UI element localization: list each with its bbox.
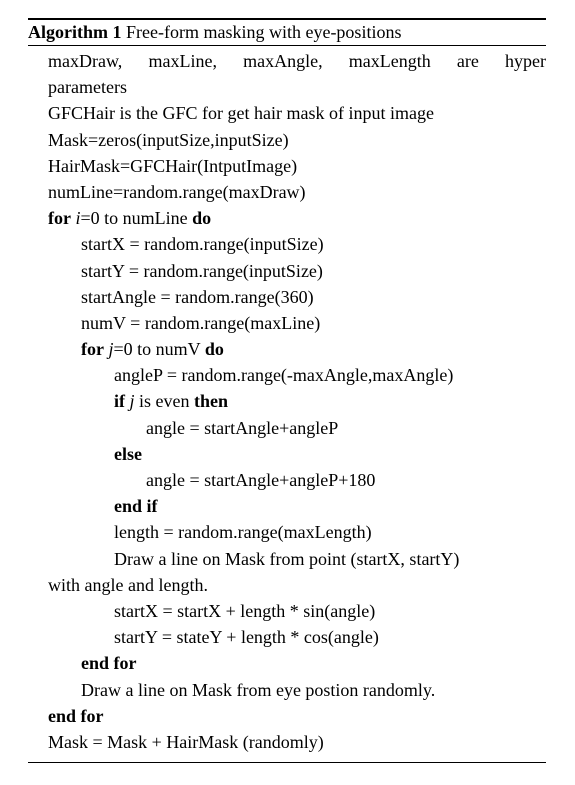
code-line: Draw a line on Mask from eye postion ran… <box>28 677 546 703</box>
code-line: for j=0 to numV do <box>28 336 546 362</box>
code-text: Draw a line on Mask from point (startX, … <box>114 548 460 569</box>
code-line: angle = startAngle+angleP+180 <box>28 467 546 493</box>
code-line: startX = random.range(inputSize) <box>28 231 546 257</box>
bottom-rule <box>28 762 546 763</box>
code-line: end for <box>28 650 546 676</box>
algorithm-caption: Algorithm 1 Free-form masking with eye-p… <box>28 20 401 45</box>
code-text: angleP = random.range(-maxAngle,maxAngle… <box>114 365 454 386</box>
keyword: for <box>81 339 104 360</box>
keyword: else <box>114 443 142 464</box>
code-line: startAngle = random.range(360) <box>28 284 546 310</box>
code-line: angleP = random.range(-maxAngle,maxAngle… <box>28 362 546 388</box>
code-line: maxDraw, maxLine, maxAngle, maxLength ar… <box>28 48 546 74</box>
code-line: end if <box>28 493 546 519</box>
code-line: angle = startAngle+angleP <box>28 415 546 441</box>
code-text: startY = stateY + length * cos(angle) <box>114 627 379 648</box>
code-line: length = random.range(maxLength) <box>28 519 546 545</box>
code-text: Mask = Mask + HairMask (randomly) <box>48 731 324 752</box>
algorithm-title: Free-form masking with eye-positions <box>126 22 402 42</box>
code-line: if j is even then <box>28 388 546 414</box>
code-text: Draw a line on Mask from eye postion ran… <box>81 679 436 700</box>
keyword: if <box>114 391 125 412</box>
code-text: length = random.range(maxLength) <box>114 522 372 543</box>
algorithm-block: Algorithm 1 Free-form masking with eye-p… <box>28 0 546 785</box>
code-text: HairMask=GFCHair(IntputImage) <box>48 155 298 176</box>
code-line: Mask = Mask + HairMask (randomly) <box>28 729 546 755</box>
code-line: startX = startX + length * sin(angle) <box>28 598 546 624</box>
code-line: for i=0 to numLine do <box>28 205 546 231</box>
code-line: with angle and length. <box>28 572 546 598</box>
code-text: with angle and length. <box>48 574 208 595</box>
code-line: HairMask=GFCHair(IntputImage) <box>28 153 546 179</box>
keyword: for <box>48 208 71 229</box>
top-rule <box>28 18 546 20</box>
code-line: numV = random.range(maxLine) <box>28 310 546 336</box>
code-line: startY = random.range(inputSize) <box>28 258 546 284</box>
code-text: Mask=zeros(inputSize,inputSize) <box>48 129 289 150</box>
variable: j <box>129 391 135 412</box>
variable: j <box>108 339 114 360</box>
code-line: else <box>28 441 546 467</box>
code-text: maxDraw, maxLine, maxAngle, maxLength ar… <box>48 51 546 71</box>
code-text: startX = startX + length * sin(angle) <box>114 600 376 621</box>
code-line: end for <box>28 703 546 729</box>
code-text: startY = random.range(inputSize) <box>81 260 323 281</box>
keyword: end if <box>114 496 158 517</box>
code-text: angle = startAngle+angleP+180 <box>146 470 376 490</box>
keyword: do <box>204 339 224 360</box>
code-line: Mask=zeros(inputSize,inputSize) <box>28 127 546 153</box>
code-text: =0 to numV <box>113 339 205 360</box>
code-line: startY = stateY + length * cos(angle) <box>28 624 546 650</box>
code-text: parameters <box>48 77 127 98</box>
code-text: =0 to numLine <box>80 208 193 229</box>
code-text: angle = startAngle+angleP <box>146 417 339 438</box>
keyword: then <box>194 391 229 412</box>
code-line: parameters <box>28 74 546 100</box>
code-text: startAngle = random.range(360) <box>81 286 314 307</box>
algorithm-label: Algorithm 1 <box>28 22 122 42</box>
code-line: GFCHair is the GFC for get hair mask of … <box>28 100 546 126</box>
code-text: numLine=random.range(maxDraw) <box>48 181 306 202</box>
keyword: end for <box>48 705 104 726</box>
keyword: end for <box>81 653 137 674</box>
code-line: numLine=random.range(maxDraw) <box>28 179 546 205</box>
caption-rule <box>28 45 546 46</box>
code-text: startX = random.range(inputSize) <box>81 234 324 255</box>
variable: i <box>75 208 81 229</box>
code-text: is even <box>134 391 194 412</box>
algorithm-body: maxDraw, maxLine, maxAngle, maxLength ar… <box>28 48 546 755</box>
keyword: do <box>192 208 212 229</box>
code-text: numV = random.range(maxLine) <box>81 312 321 333</box>
code-line: Draw a line on Mask from point (startX, … <box>28 546 546 572</box>
code-text: GFCHair is the GFC for get hair mask of … <box>48 103 434 124</box>
